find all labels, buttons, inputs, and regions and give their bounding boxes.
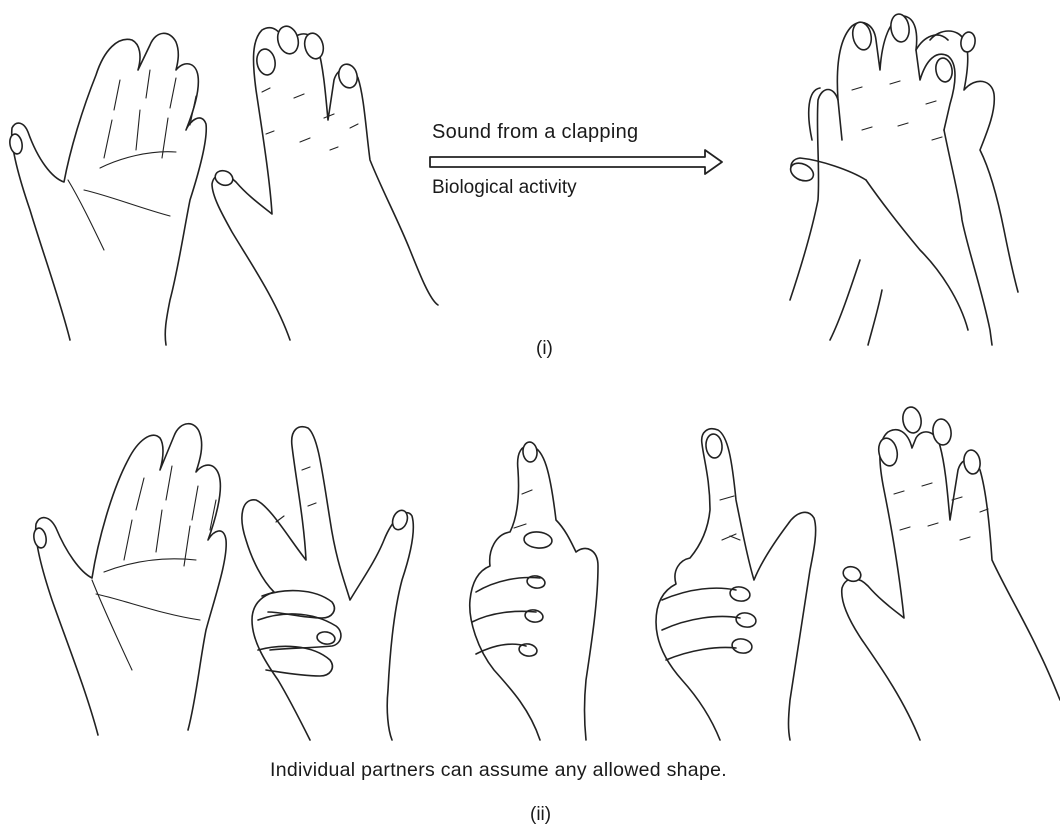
panel-caption-ii: Individual partners can assume any allow… (270, 759, 727, 782)
open-palm-hand-ii (32, 424, 226, 735)
pointing-fist-hand-ii (470, 441, 598, 740)
panel-label-ii: (ii) (530, 804, 551, 826)
transition-arrow (430, 150, 722, 174)
left-palm-hand-i (8, 33, 206, 345)
arrow-label-bottom: Biological activity (432, 177, 577, 199)
clapped-hands-i (788, 13, 1018, 345)
panel-label-i: (i) (536, 338, 553, 360)
pointing-back-hand-ii (656, 429, 816, 740)
arrow-label-top: Sound from a clapping (432, 121, 638, 144)
v-sign-hand-ii (242, 427, 413, 740)
open-back-hand-ii (841, 406, 1060, 740)
right-back-hand-i (212, 24, 438, 340)
